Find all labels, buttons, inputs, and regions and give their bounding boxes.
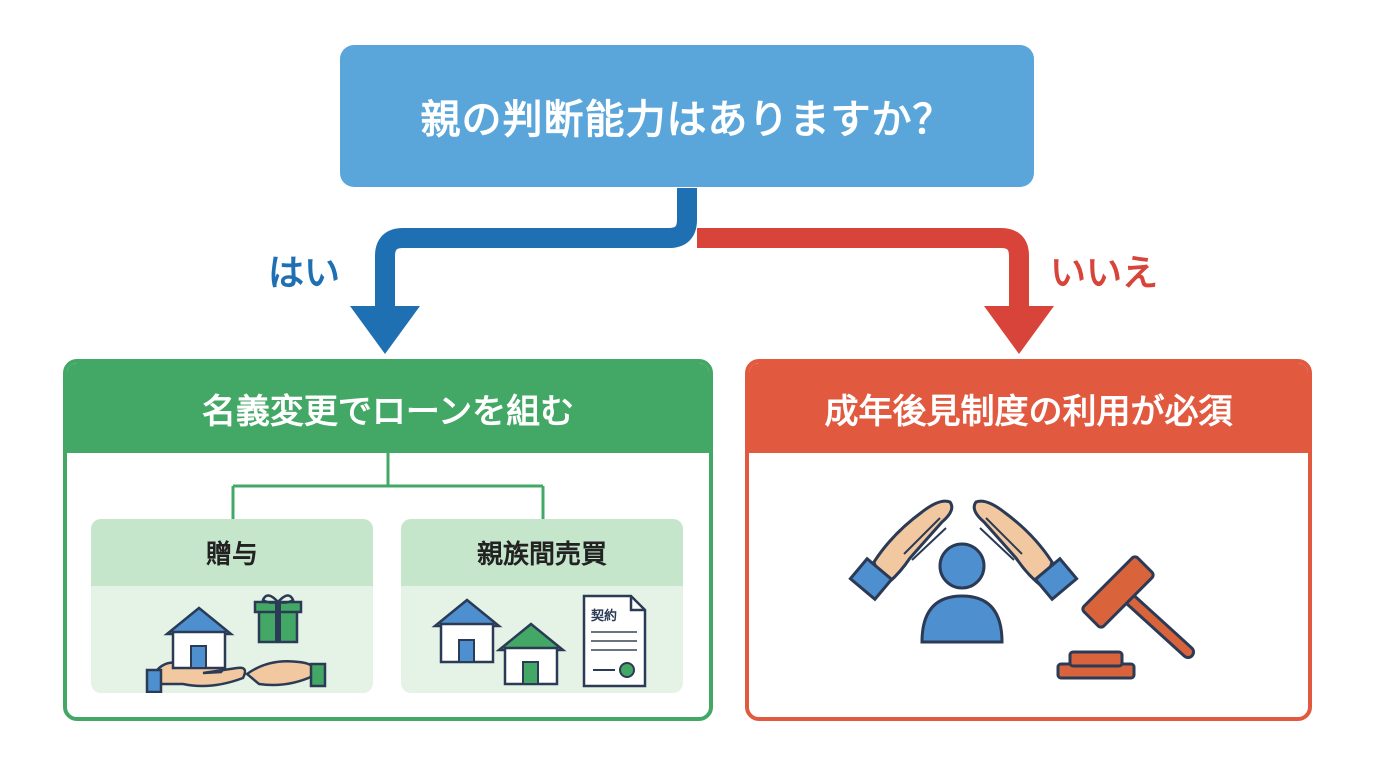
guardianship-illustration [848, 499, 1195, 680]
yes-label: はい [268, 253, 341, 294]
gavel-icon [1056, 555, 1195, 680]
house-icon [495, 622, 567, 686]
person-icon [920, 542, 1004, 644]
no-outcome-title: 成年後見制度の利用が必須 [749, 363, 1308, 453]
question-text: 親の判断能力はありますか？ [420, 97, 954, 143]
yes-arrow-line [375, 188, 697, 312]
no-arrowhead [984, 306, 1054, 354]
no-arrow-line [697, 228, 1029, 312]
yes-outcome-title: 名義変更でローンを組む [67, 363, 709, 453]
gift-in-hand-icon [244, 594, 327, 688]
house-in-hands-icon [145, 606, 247, 693]
option-title-sale: 親族間売買 [401, 519, 683, 586]
option-card-sale: 親族間売買 契約 [401, 519, 683, 693]
protective-hands-icon [848, 499, 1079, 602]
option-title-gift: 贈与 [91, 519, 373, 586]
question-box: 親の判断能力はありますか？ [340, 45, 1034, 187]
contract-document-icon: 契約 [582, 594, 647, 688]
no-label: いいえ [1050, 253, 1159, 294]
yes-arrowhead [350, 306, 420, 354]
option-card-gift: 贈与 [91, 519, 373, 693]
house-icon [431, 598, 503, 664]
contract-label: 契約 [590, 608, 617, 624]
